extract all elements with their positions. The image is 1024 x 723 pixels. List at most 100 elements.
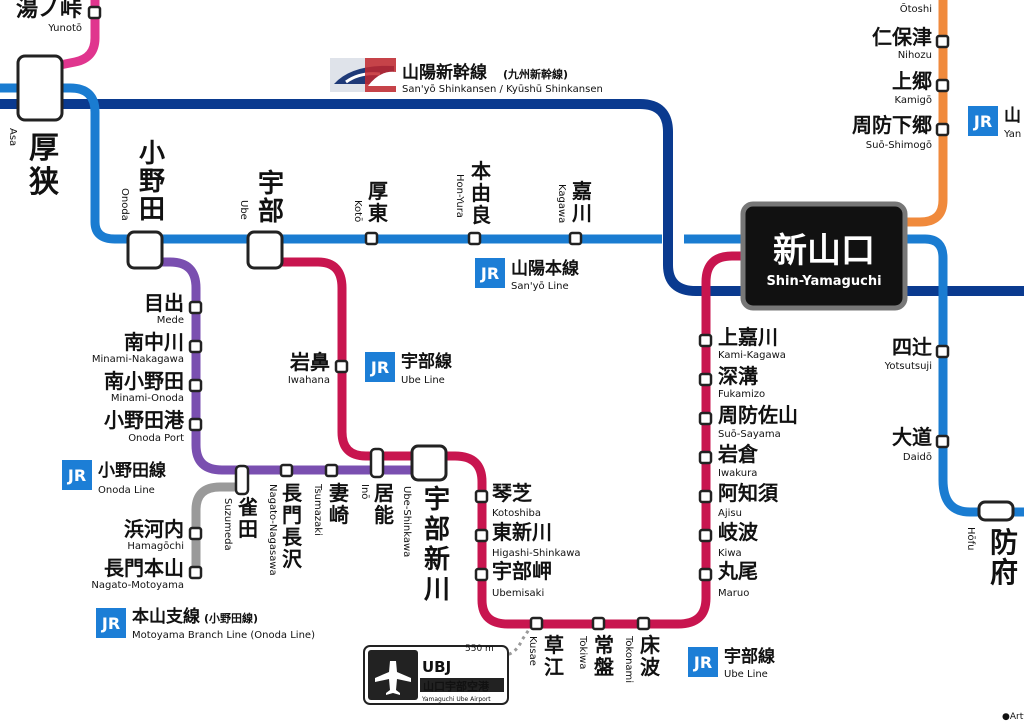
station-yotsutsuji-marker[interactable]	[935, 344, 950, 359]
station-iwakura-marker[interactable]	[698, 450, 713, 465]
station-iwakura-en: Iwakura	[718, 468, 757, 479]
jr-badge	[365, 352, 395, 382]
station-nihozu-name: 仁保津	[872, 25, 932, 49]
shinkansen-name-jp: 山陽新幹線	[402, 62, 487, 83]
airport-ubj[interactable]: UBJ 山口宇部空港 Yamaguchi Ube Airport	[363, 645, 509, 705]
station-iwakura-name: 岩倉	[717, 442, 759, 466]
station-daido-marker[interactable]	[935, 434, 950, 449]
station-suosayama-marker[interactable]	[698, 411, 713, 426]
station-kamikagawa-marker[interactable]	[698, 333, 713, 348]
station-nagatonagasawa-marker[interactable]	[279, 463, 294, 478]
sanyo-line-name-en: San'yō Line	[511, 281, 569, 292]
station-onoda-en: Onoda	[119, 188, 130, 221]
station-kagawa-marker[interactable]	[568, 231, 583, 246]
jr-badge	[62, 460, 92, 490]
station-nagatonagasawa-en: Nagato-Nagasawa	[267, 484, 278, 576]
station-hofu-marker[interactable]	[977, 500, 1015, 522]
svg-text:本: 本	[471, 159, 491, 183]
ube-line-legend-2: JR 宇部線 Ube Line	[688, 646, 775, 680]
station-minaminakagawa-marker[interactable]	[188, 339, 203, 354]
station-kiwa-marker[interactable]	[698, 528, 713, 543]
station-mede-marker[interactable]	[188, 300, 203, 315]
sanyo-main-line-west	[0, 83, 662, 244]
station-higashishinkawa-marker[interactable]	[474, 528, 489, 543]
station-kamigo-marker[interactable]	[935, 78, 950, 93]
station-nihozu-en: Nihozu	[898, 50, 932, 61]
station-tokiwa-name: 常 盤	[594, 633, 615, 679]
sanyo-main-line-east	[684, 234, 1024, 517]
jr-badge	[688, 647, 718, 677]
svg-text:宇: 宇	[258, 169, 284, 199]
station-nagatomotoyama-name: 長門本山	[104, 556, 184, 580]
station-nagatomotoyama-marker[interactable]	[188, 565, 203, 580]
hub-shin-yamaguchi[interactable]: 新山口 Shin-Yamaguchi	[740, 201, 908, 311]
station-tokiwa-marker[interactable]	[591, 616, 606, 631]
station-asa-marker[interactable]	[16, 54, 64, 122]
station-tokonami-marker[interactable]	[636, 616, 651, 631]
svg-text:長: 長	[282, 525, 303, 549]
station-asa-name: 厚 狭	[28, 131, 59, 200]
shinkansen-line	[0, 99, 1024, 296]
station-kusae-marker[interactable]	[529, 616, 544, 631]
svg-text:川: 川	[424, 575, 450, 605]
svg-text:沢: 沢	[282, 547, 303, 571]
svg-text:新: 新	[424, 544, 450, 575]
airplane-icon	[375, 661, 411, 695]
station-suzumeda-en: Suzumeda	[222, 498, 233, 551]
station-koto-marker[interactable]	[364, 231, 379, 246]
station-kotoshiba-marker[interactable]	[474, 489, 489, 504]
station-minamionoda-marker[interactable]	[188, 378, 203, 393]
station-honyura-marker[interactable]	[467, 231, 482, 246]
svg-text:野: 野	[139, 167, 165, 197]
station-yunoto-marker[interactable]	[87, 5, 102, 20]
station-ubeshinkawa-en: Ube-Shinkawa	[401, 486, 412, 557]
station-suoshimogo-en: Suō-Shimogō	[866, 140, 932, 151]
station-iwahana-marker[interactable]	[334, 359, 349, 374]
ube-line-name-jp: 宇部線	[724, 646, 775, 667]
station-onodako-marker[interactable]	[188, 417, 203, 432]
ube-line-name-en: Ube Line	[401, 375, 445, 386]
svg-text:厚: 厚	[368, 179, 388, 203]
station-nihozu-marker[interactable]	[935, 34, 950, 49]
airport-code: UBJ	[422, 658, 451, 676]
station-tokonami-en: Tokonami	[623, 635, 634, 683]
station-fukamizo-marker[interactable]	[698, 372, 713, 387]
station-ube-marker[interactable]	[246, 230, 284, 270]
station-kagawa-name: 嘉 川	[571, 179, 592, 225]
motoyama-branch-name-sub: (小野田線)	[204, 611, 258, 625]
station-ubemisaki-marker[interactable]	[474, 567, 489, 582]
station-ino-marker[interactable]	[369, 447, 385, 479]
station-higashishinkawa-name: 東新川	[492, 520, 552, 544]
svg-text:JR: JR	[67, 466, 86, 485]
station-kusae-en: Kusae	[527, 636, 538, 666]
svg-text:長: 長	[282, 481, 303, 505]
station-tsumazaki-name: 妻 崎	[329, 481, 349, 527]
station-hamagochi-marker[interactable]	[188, 526, 203, 541]
station-ajisu-marker[interactable]	[698, 489, 713, 504]
station-yotsutsuji-name: 四辻	[892, 335, 932, 359]
onoda-line-name-jp: 小野田線	[98, 460, 166, 481]
station-honyura-en: Hon-Yura	[454, 174, 465, 218]
onoda-line-legend: JR 小野田線 Onoda Line	[62, 460, 166, 496]
station-maruo-marker[interactable]	[698, 567, 713, 582]
station-kiwa-name: 岐波	[718, 520, 759, 544]
station-koto-en: Kotō	[352, 200, 363, 222]
station-kamigo-en: Kamigō	[895, 95, 933, 106]
svg-text:草: 草	[544, 633, 564, 657]
svg-text:JR: JR	[973, 112, 992, 131]
station-onodako-en: Onoda Port	[128, 433, 184, 444]
station-onoda-marker[interactable]	[126, 230, 164, 270]
jr-badge	[96, 608, 126, 638]
yamaguchi-line-name-partial: 山	[1004, 106, 1021, 126]
station-ubeshinkawa-marker[interactable]	[410, 444, 448, 482]
svg-text:JR: JR	[693, 653, 712, 672]
station-suoshimogo-marker[interactable]	[935, 122, 950, 137]
station-maruo-en: Maruo	[718, 588, 749, 599]
station-tsumazaki-marker[interactable]	[324, 463, 339, 478]
station-suzumeda-marker[interactable]	[234, 464, 250, 496]
station-tsumazaki-en: Tsumazaki	[312, 483, 323, 536]
station-kiwa-en: Kiwa	[718, 548, 742, 559]
station-suoshimogo-name: 周防下郷	[852, 113, 932, 137]
airport-name-jp: 山口宇部空港	[423, 679, 490, 693]
station-ino-name: 居 能	[374, 481, 394, 527]
